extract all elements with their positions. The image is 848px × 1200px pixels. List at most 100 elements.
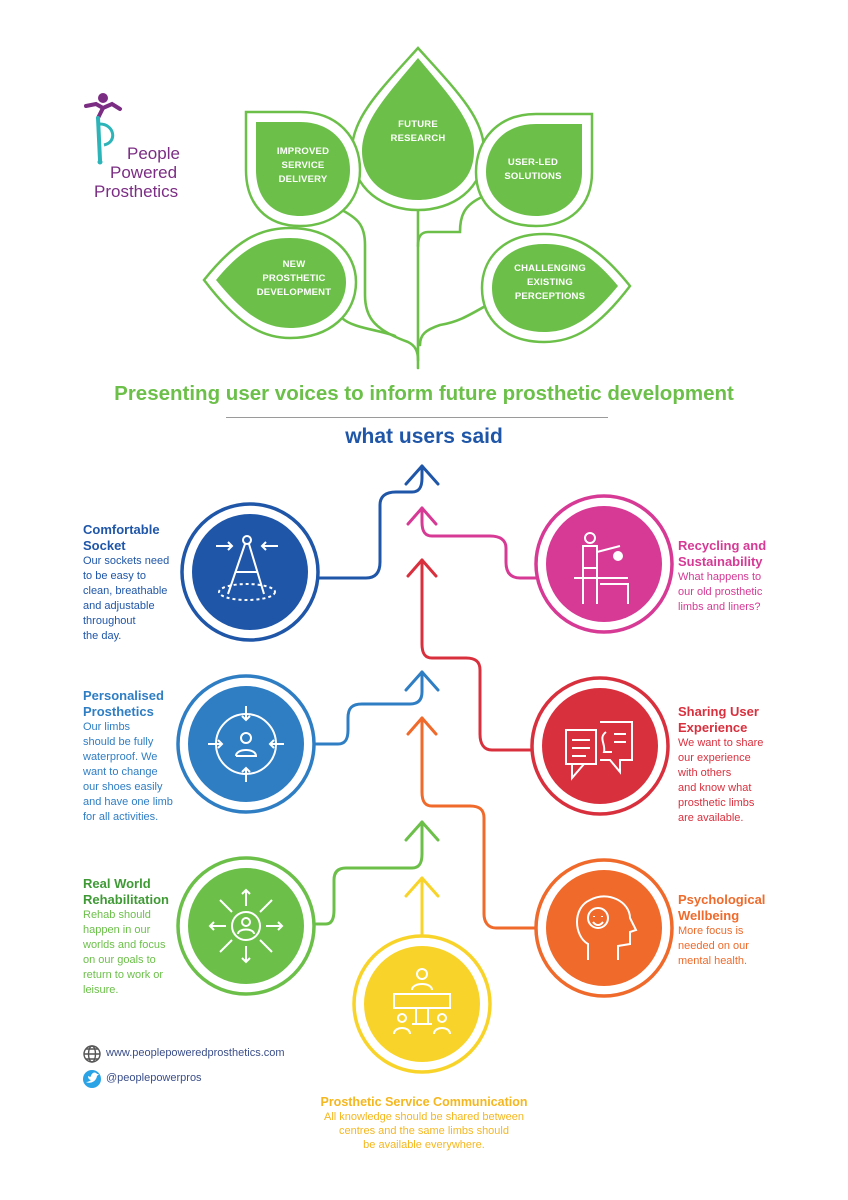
node-desc: throughout	[83, 615, 136, 627]
node-desc: and know what	[678, 782, 752, 794]
node-desc: our old prosthetic	[678, 586, 763, 598]
twitter-link[interactable]: @peoplepowerpros	[106, 1072, 202, 1084]
node-desc: Rehab should	[83, 909, 151, 921]
leaf-text: EXISTING	[527, 277, 573, 288]
leaf-text: USER-LED	[507, 157, 559, 168]
node-title: Sustainability	[678, 554, 763, 569]
node-desc: What happens to	[678, 571, 762, 583]
circle-psych	[534, 858, 674, 998]
leaf-label-new-prosthetic: NEW PROSTHETIC DEVELOPMENT	[244, 258, 344, 300]
globe-icon	[83, 1045, 101, 1063]
twitter-icon	[83, 1070, 101, 1088]
leaf-label-future-research: FUTURE RESEARCH	[368, 118, 468, 146]
node-desc: on our goals to	[83, 954, 156, 966]
node-desc: centres and the same limbs should	[339, 1125, 509, 1137]
node-title: Real World	[83, 876, 151, 891]
node-desc: mental health.	[678, 955, 748, 967]
node-desc: Our limbs	[83, 721, 131, 733]
line-sharing	[420, 558, 538, 752]
node-comfortable-socket: Comfortable Socket Our sockets need to b…	[83, 522, 243, 644]
leaf-text: FUTURE	[398, 119, 438, 130]
node-desc: We want to share	[678, 737, 764, 749]
node-desc: leisure.	[83, 984, 119, 996]
compass-icon	[216, 535, 278, 601]
meeting-icon	[393, 968, 451, 1035]
leaf-text: RESEARCH	[390, 133, 446, 144]
node-title: Comfortable	[83, 522, 160, 537]
leaf-text: PROSTHETIC	[262, 273, 326, 284]
node-desc: prosthetic limbs	[678, 797, 755, 809]
divider	[226, 417, 608, 418]
leaf-new-prosthetic	[202, 226, 358, 340]
subheadline: what users said	[345, 425, 503, 448]
arrow-red	[406, 558, 438, 578]
headline: Presenting user voices to inform future …	[114, 382, 734, 405]
logo-line-2: Powered	[110, 163, 178, 182]
node-desc: the day.	[83, 630, 122, 642]
node-personalised-prosthetics: Personalised Prosthetics Our limbs shoul…	[83, 688, 243, 825]
leaf-text: NEW	[282, 259, 306, 270]
person-target-icon	[208, 706, 284, 782]
arrow-blue	[404, 670, 440, 692]
node-title: Socket	[83, 538, 126, 553]
circle-communication	[352, 934, 492, 1074]
leaf-future-research	[350, 46, 486, 212]
leaf-label-challenging: CHALLENGING EXISTING PERCEPTIONS	[494, 262, 606, 304]
arrow-darkblue	[404, 464, 440, 486]
node-title: Sharing User	[678, 704, 759, 719]
twitter-handle[interactable]: @peoplepowerpros	[106, 1072, 202, 1084]
leaf-text: DELIVERY	[278, 174, 328, 185]
node-title: Recycling and	[678, 538, 767, 553]
leaf-text: IMPROVED	[276, 146, 330, 157]
logo-line-3: Prosthetics	[94, 182, 179, 201]
node-desc: and have one limb	[83, 796, 173, 808]
leaf-label-user-led: USER-LED SOLUTIONS	[488, 156, 578, 184]
leaf-text: DEVELOPMENT	[256, 287, 332, 298]
leaf-user-led	[474, 112, 594, 228]
node-desc: with others	[678, 767, 732, 779]
circle-realworld	[176, 856, 316, 996]
node-desc: needed on our	[678, 940, 749, 952]
node-desc: All knowledge should be shared between	[324, 1111, 524, 1123]
circle-comfortable	[180, 502, 320, 642]
line-psych	[420, 716, 538, 930]
node-real-world-rehabilitation: Real World Rehabilitation Rehab should h…	[83, 876, 243, 998]
node-desc: limbs and liners?	[678, 601, 761, 613]
conversation-icon	[565, 721, 633, 781]
line-recycling	[420, 506, 538, 580]
node-desc: should be fully	[83, 736, 154, 748]
node-desc: our experience	[678, 752, 751, 764]
node-desc: and adjustable	[83, 600, 155, 612]
line-comfortable	[314, 464, 424, 580]
node-psychological-wellbeing: Psychological Wellbeing More focus is ne…	[678, 892, 838, 969]
logo-line-1: People	[127, 144, 180, 163]
node-title: Rehabilitation	[83, 892, 169, 907]
node-title: Psychological	[678, 892, 766, 907]
node-desc: are available.	[678, 812, 744, 824]
line-realworld	[314, 820, 424, 926]
node-desc: Our sockets need	[83, 555, 170, 567]
leaf-text: PERCEPTIONS	[514, 291, 586, 302]
website-text[interactable]: www.peoplepoweredprosthetics.com	[106, 1047, 285, 1059]
circle-sharing	[530, 676, 670, 816]
arrow-magenta	[406, 506, 438, 526]
circle-recycling	[534, 494, 674, 634]
node-desc: More focus is	[678, 925, 744, 937]
presentation-icon	[574, 532, 629, 604]
node-desc: for all activities.	[83, 811, 159, 823]
node-desc: want to change	[83, 766, 158, 778]
person-arrows-icon	[208, 888, 284, 964]
node-title: Experience	[678, 720, 748, 735]
node-title: Prosthetics	[83, 704, 154, 719]
node-desc: to be easy to	[83, 570, 146, 582]
node-desc: return to work or	[83, 969, 164, 981]
node-desc: clean, breathable	[83, 585, 168, 597]
leaf-text: SERVICE	[281, 160, 325, 171]
leaf-text: SOLUTIONS	[504, 171, 562, 182]
node-title: Personalised	[83, 688, 164, 703]
head-smile-icon	[576, 895, 638, 960]
website-link[interactable]: www.peoplepoweredprosthetics.com	[106, 1047, 285, 1059]
node-desc: our shoes easily	[83, 781, 163, 793]
node-title: Prosthetic Service Communication	[320, 1095, 528, 1109]
leaf-improved-service	[244, 110, 362, 228]
